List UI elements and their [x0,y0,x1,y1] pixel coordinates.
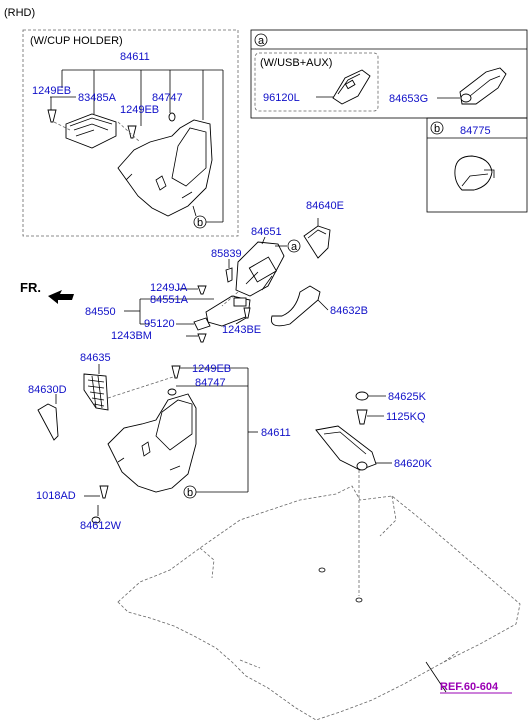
label-84612W: 84612W [80,520,122,532]
label-cup-83485A: 83485A [78,92,117,104]
lower-console-parts [37,364,258,524]
cap-84775-drawing [454,155,495,191]
front-arrow-icon [48,290,74,304]
usb-module-drawing [316,69,371,105]
cover-84653G-drawing [437,67,507,105]
label-84640E: 84640E [306,200,344,212]
label-84550: 84550 [85,306,116,318]
label-1243BM: 1243BM [111,330,152,342]
cup-holder-box [22,29,239,237]
label-cup-84747: 84747 [152,92,183,104]
label-84611: 84611 [261,427,291,439]
label-1018AD: 1018AD [36,490,76,502]
circle-a-main-letter: a [291,241,298,253]
variant-label: (RHD) [4,7,35,19]
label-84635: 84635 [80,352,111,364]
label-1243BE: 1243BE [222,324,261,336]
front-label: FR. [20,280,41,295]
label-cup-1249EB-left: 1249EB [32,85,71,97]
cup-holder-title: (W/CUP HOLDER) [30,35,123,47]
label-95120: 95120 [144,318,175,330]
circle-b-main [183,485,197,499]
ref-box-b-letter: b [434,123,440,135]
label-84775: 84775 [460,125,491,137]
cup-circle-b-letter: b [197,217,203,229]
usb-aux-title: (W/USB+AUX) [260,57,332,69]
label-84653G: 84653G [389,93,428,105]
circle-a-main [287,239,301,253]
cup-holder-drawing [47,69,224,223]
label-84625K: 84625K [388,391,427,403]
label-cup-1249EB-mid: 1249EB [120,104,159,116]
label-1125KQ: 1125KQ [386,411,426,423]
label-cup-84611: 84611 [120,51,150,63]
ref-label[interactable]: REF.60-604 [440,681,499,693]
label-84651: 84651 [251,226,282,238]
label-84630D: 84630D [28,384,67,396]
label-85839: 85839 [211,248,242,260]
label-1249EB: 1249EB [192,363,231,375]
upper-console-parts [124,218,331,343]
label-84551A: 84551A [150,294,189,306]
label-1249JA: 1249JA [150,282,188,294]
cup-circle-b [193,215,207,229]
label-84632B: 84632B [330,305,368,317]
label-96120L: 96120L [263,92,300,104]
floor-panel-drawing [117,485,521,721]
reference-box: a (W/USB+AUX) b [250,29,528,213]
circle-b-main-letter: b [187,487,193,499]
label-84747: 84747 [195,377,226,389]
label-84620K: 84620K [394,458,433,470]
ref-box-a-letter: a [258,35,265,47]
bracket-84620K-drawing [315,391,392,603]
